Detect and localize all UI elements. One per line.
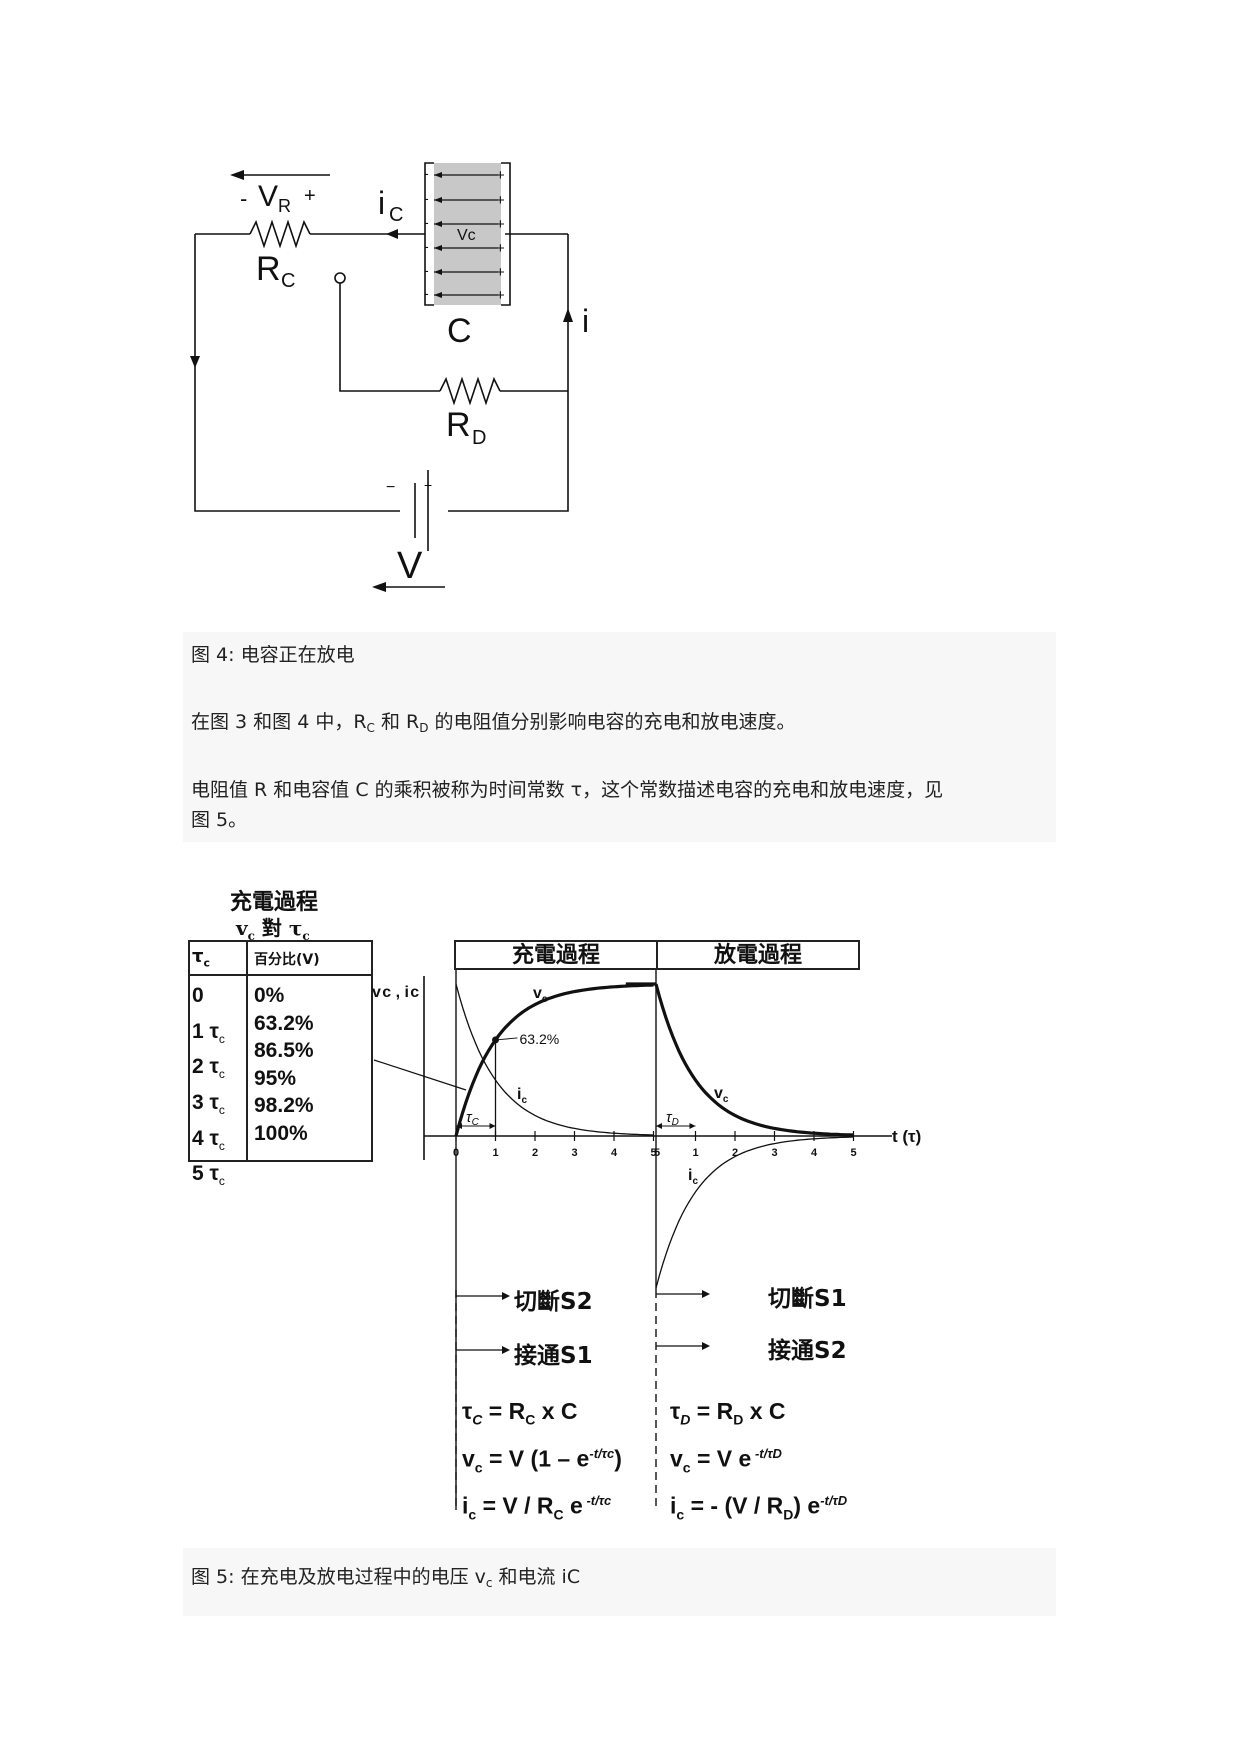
formula-vc-discharge: vc = V e -t/τD: [670, 1445, 782, 1475]
svg-text:C: C: [389, 204, 403, 226]
current-arrow-ic: [386, 229, 398, 239]
label-ic-charge: ic: [517, 1086, 527, 1106]
series-ic-discharge: [655, 1136, 854, 1289]
tau-d-arrow-left: [656, 1123, 662, 1129]
table-leader-line: [373, 1059, 467, 1091]
i-label: i: [582, 303, 589, 339]
charge-phase-header: 充電過程: [454, 940, 658, 970]
switch-terminal: [334, 272, 346, 284]
vc-label: Vc: [457, 227, 476, 244]
svg-text:C: C: [281, 270, 295, 292]
x-tick-label-charge: 4: [611, 1147, 618, 1159]
battery-minus: −: [386, 479, 395, 496]
discharge-formulas: τD = RD x C vc = V e -t/τD ic = - (V / R…: [670, 1394, 847, 1531]
switch-label-charge-2: 接通S1: [514, 1343, 593, 1369]
switch-arrow-head: [502, 1346, 510, 1354]
paragraph-1: 在图 3 和图 4 中，RC 和 RD 的电阻值分别影响电容的充电和放电速度。: [191, 711, 796, 735]
v-label: V: [397, 545, 423, 587]
x-tick-label-charge: 2: [532, 1147, 538, 1159]
rc-label: R: [256, 250, 281, 288]
y-axis-label: v c , i c: [372, 984, 419, 1001]
vr-plus: +: [304, 185, 316, 207]
formula-vc-charge: vc = V (1 – e-t/τc): [462, 1445, 622, 1475]
tau-percentage-table: τc 百分比(V) 0 1 τc 2 τc 3 τc 4 τc 5 τc 0% …: [188, 940, 373, 1189]
cap-minus-sign: -: [424, 165, 429, 181]
svg-text:+: +: [496, 240, 505, 257]
switch-arrow-head: [502, 1292, 510, 1300]
svg-text:-: -: [424, 214, 429, 230]
svg-text:-: -: [424, 262, 429, 278]
discharge-phase-header: 放電過程: [656, 940, 860, 970]
x-tick-label-5: 5: [654, 1147, 660, 1159]
table-col-tau: 0 1 τc 2 τc 3 τc 4 τc 5 τc: [192, 984, 225, 1189]
switch-label-discharge-1: 切斷S1: [768, 1286, 847, 1312]
formula-ic-charge: ic = V / RC e -t/τc: [462, 1492, 612, 1523]
svg-text:-: -: [424, 190, 429, 206]
table-header-percent: 百分比(V): [254, 952, 320, 968]
x-tick-label-charge: 5: [651, 1147, 657, 1159]
battery-plus: +: [424, 477, 432, 493]
current-arrow-i: [563, 308, 573, 322]
figure4-caption: 图 4: 电容正在放电: [191, 644, 355, 666]
point-63-leader: [495, 1037, 518, 1041]
svg-text:-: -: [424, 285, 429, 301]
x-tick-label-charge: 1: [493, 1147, 499, 1159]
resistor-rc: [249, 219, 311, 249]
svg-text:D: D: [472, 427, 486, 449]
tau-c-arrow-right: [489, 1123, 496, 1129]
table-col-percent: 0% 63.2% 86.5% 95% 98.2% 100%: [254, 984, 314, 1145]
svg-text:+: +: [496, 192, 505, 209]
svg-text:-: -: [424, 238, 429, 254]
tau-c-arrow-left: [456, 1123, 462, 1129]
tau-d-arrow-right: [689, 1123, 696, 1129]
series-ic-charge: [455, 983, 654, 1136]
vr-minus: -: [240, 186, 247, 211]
switch-arrow-head: [702, 1342, 710, 1350]
table-header-tau: τc: [192, 946, 211, 970]
figure5-caption: 图 5: 在充电及放电过程中的电压 vc 和电流 iC: [191, 1566, 581, 1590]
x-tick-label-charge: 0: [453, 1147, 459, 1159]
svg-text:+: +: [496, 287, 505, 304]
capacitor-label: C: [447, 312, 472, 350]
x-tick-label-discharge: 4: [811, 1147, 818, 1159]
x-tick-label-discharge: 1: [693, 1147, 699, 1159]
figure5-caption-block: 图 5: 在充电及放电过程中的电压 vc 和电流 iC: [183, 1548, 1056, 1616]
formula-tau-c: τC = RC x C: [462, 1398, 578, 1428]
switch-label-discharge-2: 接通S2: [768, 1338, 847, 1364]
current-arrow-left: [190, 356, 200, 368]
x-tick-label-charge: 3: [572, 1147, 578, 1159]
switch-label-charge-1: 切斷S2: [514, 1289, 593, 1315]
cap-plus-sign: +: [496, 167, 505, 184]
x-axis-label: t (τ): [892, 1127, 921, 1146]
svg-text:R: R: [278, 196, 291, 216]
point-63-label: 63.2%: [520, 1031, 560, 1047]
paragraph-2: 电阻值 R 和电容值 C 的乘积被称为时间常数 τ，这个常数描述电容的充电和放电…: [191, 779, 944, 831]
formula-ic-discharge: ic = - (V / RD) e-t/τD: [670, 1492, 848, 1523]
tau-d-label: τD: [666, 1109, 679, 1128]
svg-text:+: +: [496, 264, 505, 281]
table-subtitle: vc 對 τc: [236, 916, 310, 943]
label-ic-discharge: ic: [688, 1167, 698, 1187]
x-tick-label-discharge: 2: [732, 1147, 738, 1159]
switch-arrow-head: [702, 1290, 710, 1298]
capacitor-dielectric: [434, 163, 501, 305]
svg-text:+: +: [496, 216, 505, 233]
tau-c-label: τC: [466, 1109, 480, 1128]
formula-tau-d: τD = RD x C: [670, 1398, 786, 1428]
resistor-rd: [439, 376, 501, 406]
table-title: 充電過程: [230, 889, 319, 915]
x-tick-label-discharge: 5: [851, 1147, 857, 1159]
charge-formulas: τC = RC x C vc = V (1 – e-t/τc) ic = V /…: [462, 1394, 622, 1531]
series-vc-charge: [454, 983, 654, 1137]
text-block: 图 4: 电容正在放电 在图 3 和图 4 中，RC 和 RD 的电阻值分别影响…: [183, 632, 1056, 842]
rd-label: R: [446, 406, 471, 444]
field-arrows: [434, 174, 498, 296]
series-vc-discharge: [654, 983, 854, 1137]
vr-label: V: [258, 180, 278, 213]
circuit-diagram: - - - - - - + + + + + + Vc - V R + i C R…: [190, 162, 589, 592]
ic-label: i: [378, 185, 385, 221]
x-tick-label-discharge: 3: [772, 1147, 778, 1159]
